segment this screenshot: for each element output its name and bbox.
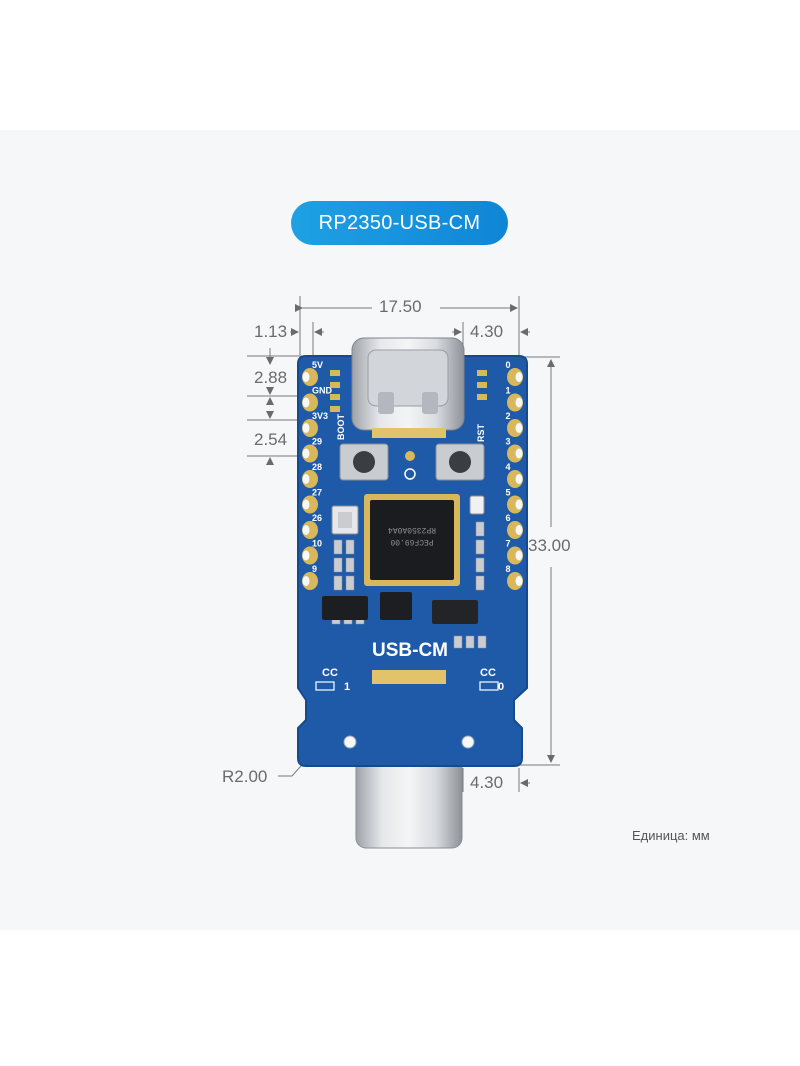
chip-line1: RP2350A0A4 (388, 525, 436, 534)
left-pin-label: 3V3 (312, 411, 328, 421)
passive-components (331, 521, 487, 649)
cc-right-jumper (479, 681, 499, 691)
right-pin-hole (515, 525, 523, 535)
unit-note: Единица: мм (632, 828, 710, 843)
right-pin-label: 0 (505, 360, 510, 370)
left-pin-hole (302, 372, 310, 382)
dim-width-top: 17.50 (379, 297, 422, 316)
right-pin-hole (515, 499, 523, 510)
test-pad (405, 451, 415, 461)
left-pin-label: 27 (312, 488, 322, 498)
left-pin-hole (302, 448, 310, 459)
rgb-led (469, 495, 485, 515)
cc-left-jumper (315, 681, 335, 691)
cc-left-label: CC (322, 667, 338, 679)
dim-right-offset: 4.30 (470, 322, 504, 341)
right-pin-hole (515, 372, 523, 382)
left-pin-label: 10 (312, 539, 322, 549)
dim-bottom-offset: 4.30 (470, 773, 504, 792)
right-pin-hole (515, 423, 523, 433)
rst-label: RST (476, 423, 486, 442)
right-pin-label: 5 (505, 488, 510, 498)
dim-corner-radius: R2.00 (222, 767, 268, 786)
test-pad-ring (404, 468, 416, 480)
right-pin-label: 1 (505, 386, 510, 396)
left-pin-hole (302, 525, 310, 535)
left-pin-label: 5V (312, 360, 323, 370)
right-pin-labels: 0 1 2 3 4 5 6 7 8 (505, 360, 510, 574)
left-pin-label: 29 (312, 437, 322, 447)
dim-left-offset: 1.13 (254, 322, 288, 341)
left-pin-hole (302, 550, 310, 561)
right-pin-hole (515, 397, 523, 408)
right-pin-label: 8 (505, 564, 510, 574)
right-pin-hole (515, 550, 523, 561)
usb-switch-ic (432, 600, 478, 624)
right-castellated-pads (507, 368, 523, 590)
bottom-usb-solder-pads (372, 670, 446, 684)
chip-line2: PECF69.00 (390, 537, 433, 546)
right-pin-hole (515, 474, 523, 484)
left-pin-hole (302, 474, 310, 484)
boot-label: BOOT (336, 413, 346, 440)
right-pin-label: 6 (505, 513, 510, 523)
right-pin-label: 2 (505, 411, 510, 421)
right-pin-label: 4 (505, 462, 510, 472)
boot-button (339, 443, 389, 481)
smd-parts (330, 370, 487, 412)
cc-right-label: CC (480, 667, 496, 679)
left-pin-hole (302, 423, 310, 433)
cc-left-number: 1 (344, 681, 350, 693)
board-label: USB-CM (372, 640, 448, 661)
left-pin-labels: 5V GND 3V3 29 28 27 26 10 9 (312, 360, 333, 574)
regulator-ic (322, 596, 368, 620)
dimension-lines (247, 296, 560, 792)
right-pin-hole (515, 448, 523, 459)
rst-button (435, 443, 485, 481)
left-pin-label: GND (312, 386, 333, 396)
right-pin-label: 3 (505, 437, 510, 447)
top-usb-c-receptacle (351, 337, 465, 438)
dim-height: 33.00 (528, 536, 571, 555)
left-pin-label: 28 (312, 462, 322, 472)
mosfet-ic (380, 592, 412, 620)
left-pin-hole (302, 499, 310, 510)
rp2350-chip: RP2350A0A4 PECF69.00 (364, 494, 460, 586)
product-title-badge: RP2350-USB-CM (291, 201, 508, 245)
dim-pin-spacing-a: 2.88 (254, 368, 288, 387)
left-pin-label: 9 (312, 564, 317, 574)
dim-pin-spacing-b: 2.54 (254, 430, 288, 449)
right-pin-hole (515, 576, 523, 586)
right-pin-label: 7 (505, 539, 510, 549)
left-pin-hole (302, 576, 310, 586)
cc-right-number: 0 (498, 681, 504, 693)
left-pin-label: 26 (312, 513, 322, 523)
left-castellated-pads (302, 368, 318, 590)
left-pin-hole (302, 397, 310, 408)
